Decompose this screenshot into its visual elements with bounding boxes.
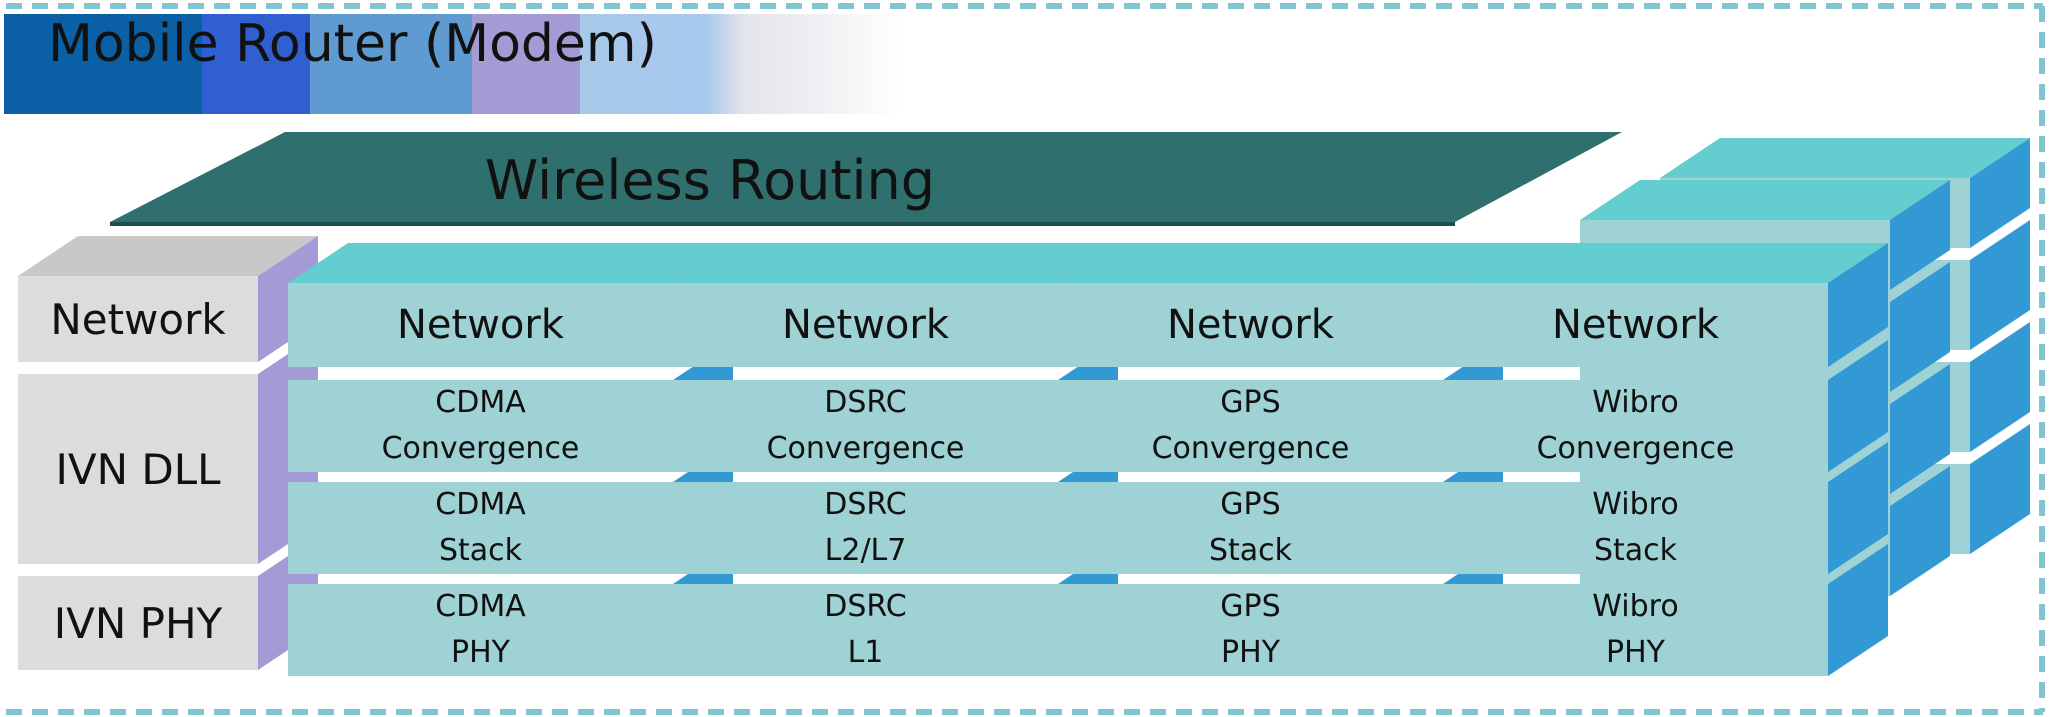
stack-0-layer-3-block-front: [288, 584, 673, 676]
routing-slab-top: [110, 132, 1622, 222]
stack-2-layer-1-block-front: [1058, 380, 1443, 472]
stack-1-layer-3-block-front: [673, 584, 1058, 676]
stack-2-layer-2-block-front: [1058, 482, 1443, 574]
stack-3-layer-0-block-top: [1443, 243, 1888, 283]
stack-3-layer-0-block-side: [1828, 243, 1888, 367]
back-stack-1-layer-2-side: [1890, 364, 1950, 494]
stack-3-layer-1-block-front: [1443, 380, 1828, 472]
back-stack-1-layer-0-side: [1890, 180, 1950, 290]
stack-3-layer-2-block-front: [1443, 482, 1828, 574]
stack-0-layer-0-block-front: [288, 283, 673, 367]
back-stack-0-layer-1-side: [1970, 220, 2030, 350]
routing-slab-edge: [110, 222, 1455, 226]
stack-0-layer-2-block-front: [288, 482, 673, 574]
back-stack-0-layer-2-side: [1970, 322, 2030, 452]
back-stack-0-layer-0-top: [1660, 138, 2030, 178]
stack-2-layer-0-block-front: [1058, 283, 1443, 367]
side-layer-column: [18, 236, 318, 670]
back-stack-1-layer-1-side: [1890, 262, 1950, 392]
stack-0-layer-0-block-top: [288, 243, 733, 283]
stack-3-layer-2-block-side: [1828, 442, 1888, 574]
stack-1-layer-2-block-front: [673, 482, 1058, 574]
stack-2-layer-0-block-top: [1058, 243, 1503, 283]
title-banner: [4, 14, 904, 114]
stack-3-layer-1-block-side: [1828, 340, 1888, 472]
stack-0-layer-1-block-front: [288, 380, 673, 472]
back-stack-1-layer-0-top: [1580, 180, 1950, 220]
back-stack-0-layer-0-side: [1970, 138, 2030, 248]
back-stack-0-layer-3-side: [1970, 424, 2030, 554]
front-stacks: [288, 243, 1888, 676]
stack-1-layer-0-block-front: [673, 283, 1058, 367]
stack-2-layer-3-block-front: [1058, 584, 1443, 676]
stack-3-layer-0-block-front: [1443, 283, 1828, 367]
stack-1-layer-0-block-top: [673, 243, 1118, 283]
back-stack-1-layer-3-side: [1890, 466, 1950, 596]
stack-3-layer-3-block-front: [1443, 584, 1828, 676]
stack-3-layer-3-block-side: [1828, 544, 1888, 676]
stack-1-layer-1-block-front: [673, 380, 1058, 472]
